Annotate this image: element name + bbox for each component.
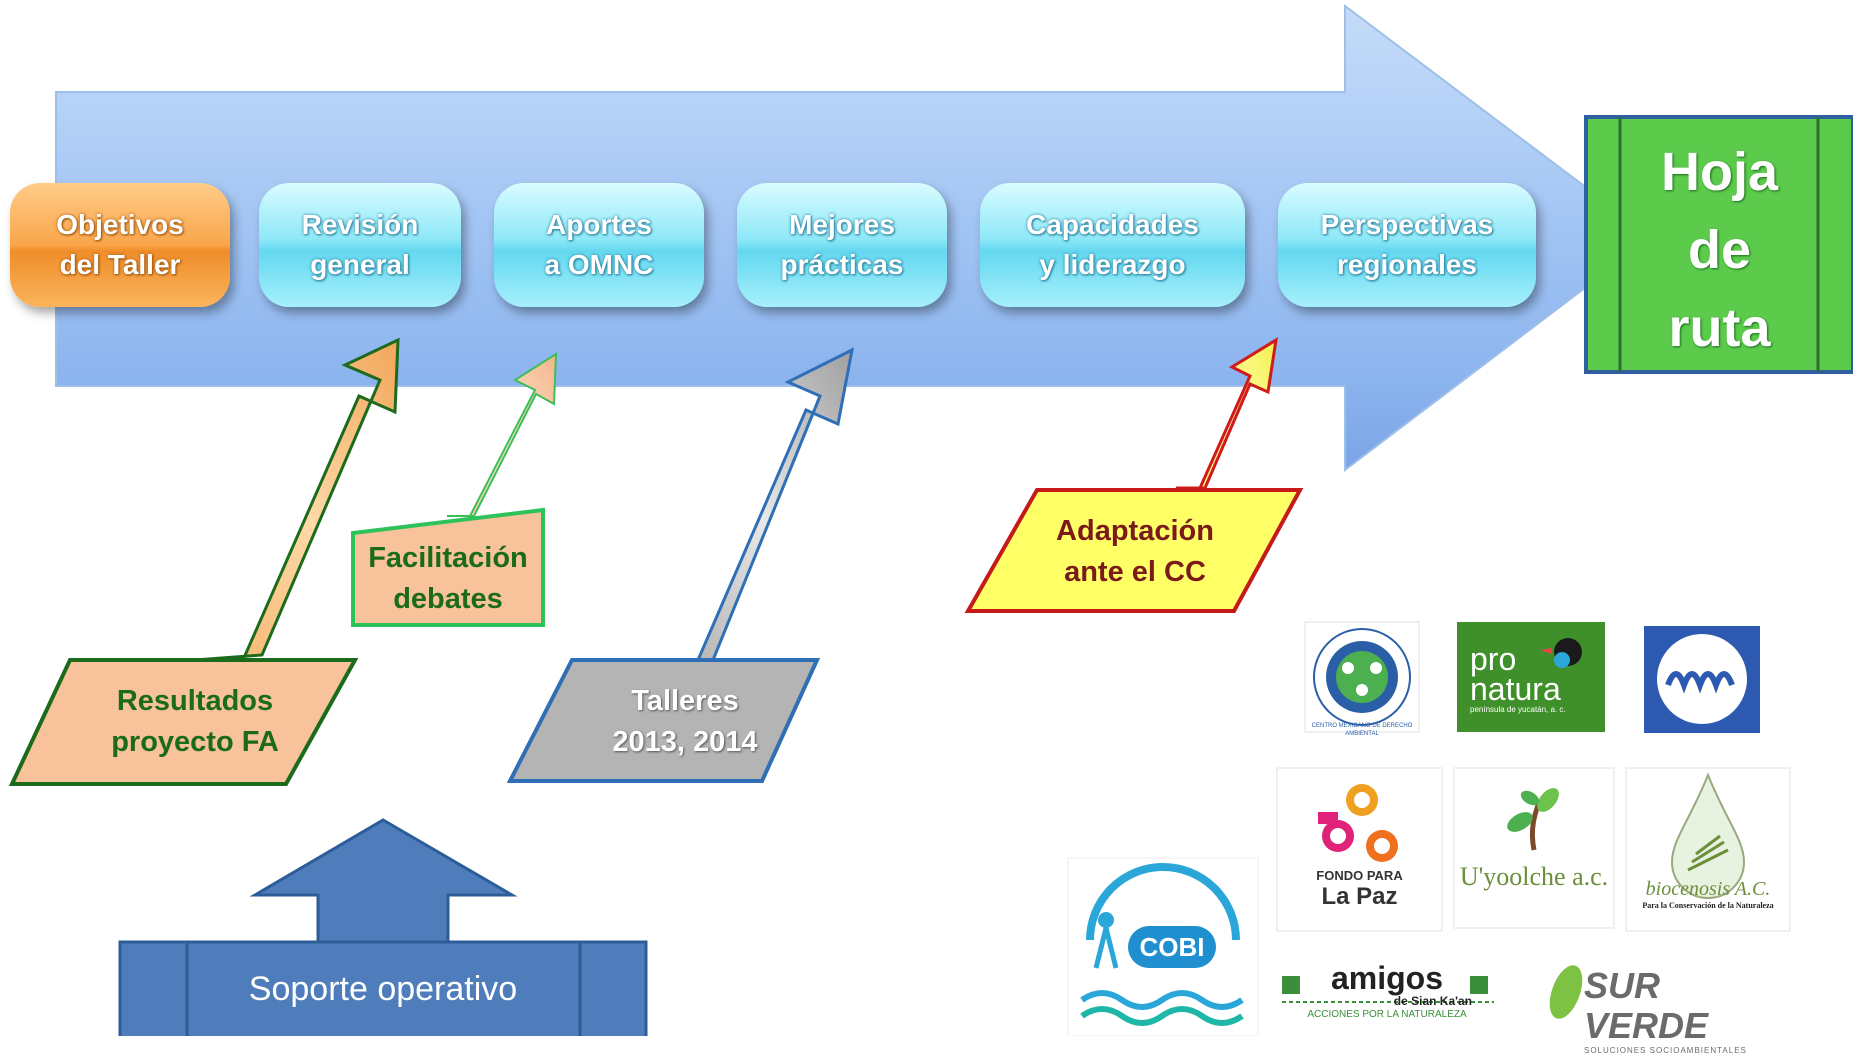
stage-revision-line2: general — [310, 249, 410, 280]
stage-perspectivas-line2: regionales — [1336, 249, 1478, 280]
biocenosis-line2: Para la Conservación de la Naturaleza — [1642, 901, 1774, 910]
surverde-line2: SOLUCIONES SOCIOAMBIENTALES — [1584, 1046, 1747, 1055]
resultados-arrow — [194, 337, 400, 662]
stage-mejores-line1: Mejores — [789, 209, 895, 240]
sur-verde-logo — [1549, 965, 1583, 1019]
stage-capacidades-line1: Capacidades — [1026, 209, 1199, 240]
facilitacion-line1: Facilitación — [368, 542, 528, 574]
adaptacion-label: Adaptación ante el CC — [1010, 511, 1260, 593]
adaptacion-line2: ante el CC — [1064, 556, 1206, 588]
stage-aportes: Aportes a OMNC — [494, 183, 704, 307]
stage-revision-line1: Revisión — [301, 209, 419, 240]
pronatura-line1: pro — [1470, 641, 1517, 677]
talleres-arrow — [656, 347, 855, 662]
amigos-line1: amigos — [1330, 960, 1444, 996]
adaptacion-box — [964, 488, 1304, 613]
fondo-line2: La Paz — [1321, 883, 1398, 910]
resultados-line1: Resultados — [116, 685, 274, 717]
pronatura-line3: península de yucatán, a. c. — [1470, 705, 1566, 714]
stage-capacidades: Capacidades y liderazgo — [980, 183, 1245, 307]
facilitacion-line2: debates — [393, 583, 503, 615]
biocenosis-logo — [1625, 767, 1791, 932]
biocenosis-text: biocenosis A.C. Para la Conservación de … — [1626, 878, 1790, 912]
stage-aportes-line1: Aportes — [546, 209, 652, 240]
amigos-sian-kaan-logo — [1274, 962, 1500, 1036]
adaptacion-line1: Adaptación — [1056, 515, 1214, 547]
facilitacion-label: Facilitación debates — [353, 538, 543, 620]
talleres-line2: 2013, 2014 — [612, 726, 758, 758]
resultados-box — [8, 658, 359, 786]
sur-verde-text: SUR VERDE SOLUCIONES SOCIOAMBIENTALES — [1584, 966, 1794, 1056]
stage-objetivos-line2: del Taller — [59, 249, 181, 280]
resultados-label: Resultados proyecto FA — [70, 681, 320, 763]
amigos-text: amigos de Sian Ka'an ACCIONES POR LA NAT… — [1302, 962, 1472, 1022]
facilitacion-box — [351, 507, 545, 627]
cemda-logo — [1304, 621, 1420, 733]
roadmap-line3: ruta — [1668, 298, 1771, 358]
amigos-line2: de Sian Ka'an — [1393, 994, 1472, 1008]
support-arrow-head — [249, 818, 518, 947]
roadmap: Hoja de ruta — [1586, 117, 1853, 372]
support-box — [118, 940, 648, 1036]
fondo-la-paz-logo — [1276, 767, 1443, 932]
pronatura-logo — [1457, 622, 1605, 732]
stage-objetivos-line1: Objetivos — [56, 209, 184, 240]
facilitacion-arrow — [447, 352, 558, 517]
surverde-line1: SUR VERDE — [1584, 965, 1709, 1046]
stage-perspectivas: Perspectivas regionales — [1278, 183, 1536, 307]
amigos-line3: ACCIONES POR LA NATURALEZA — [1307, 1009, 1467, 1020]
pronatura-line2: natura — [1470, 671, 1561, 707]
roadmap-line1: Hoja — [1660, 142, 1779, 202]
resultados-line2: proyecto FA — [111, 726, 279, 758]
biocenosis-line1: biocenosis A.C. — [1645, 878, 1771, 900]
fondo-la-paz-text: FONDO PARA La Paz — [1277, 868, 1442, 910]
ccc-logo — [1644, 626, 1760, 733]
pronatura-text: pro natura península de yucatán, a. c. — [1470, 641, 1590, 716]
roadmap-box — [1584, 115, 1853, 374]
talleres-line1: Talleres — [631, 685, 739, 717]
cobi-text: COBI — [1139, 932, 1205, 962]
cemda-text: CENTRO MEXICANO DE DERECHO AMBIENTAL — [1311, 723, 1413, 737]
soporte-operativo-label: Soporte operativo — [248, 969, 518, 1008]
uyoolche-text: U'yoolche a.c. — [1459, 862, 1609, 891]
fondo-line1: FONDO PARA — [1316, 868, 1403, 883]
stage-perspectivas-line1: Perspectivas — [1320, 209, 1494, 240]
stage-aportes-line2: a OMNC — [544, 249, 654, 280]
roadmap-line2: de — [1687, 220, 1752, 280]
uyoolche-logo — [1453, 767, 1615, 929]
stage-objetivos: Objetivos del Taller — [10, 183, 230, 307]
cobi-logo — [1067, 857, 1259, 1036]
stage-revision: Revisión general — [259, 183, 461, 307]
stage-capacidades-line2: y liderazgo — [1039, 249, 1186, 280]
talleres-box — [506, 658, 821, 783]
adaptacion-arrow — [1176, 337, 1278, 490]
stage-mejores-line2: prácticas — [780, 249, 904, 280]
talleres-label: Talleres 2013, 2014 — [560, 681, 810, 763]
stage-mejores: Mejores prácticas — [737, 183, 947, 307]
